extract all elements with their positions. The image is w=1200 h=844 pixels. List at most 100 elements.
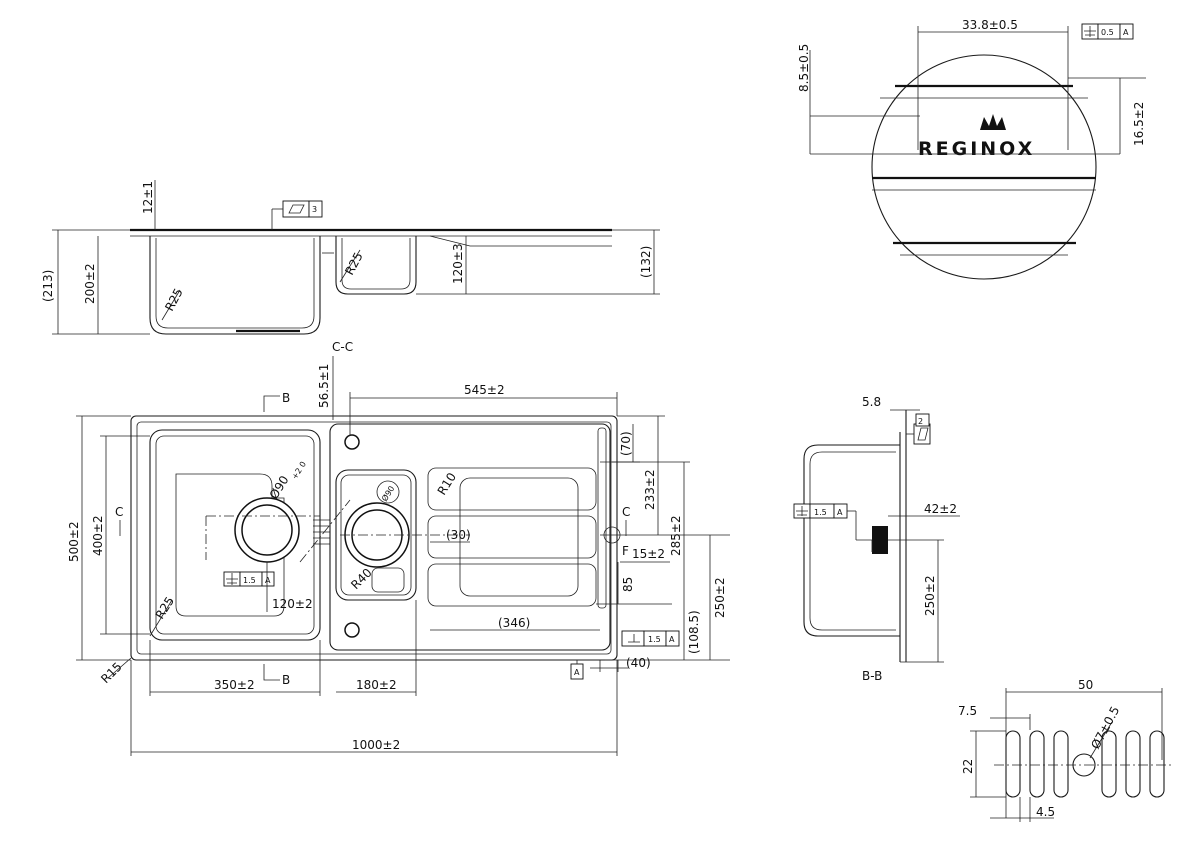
- position-icon: [1084, 26, 1096, 37]
- main-drain-inner: [241, 504, 293, 556]
- small-bowl-tap-hole: [376, 480, 400, 504]
- position-value: 0.5: [1101, 28, 1114, 37]
- dim-250-text: 250±2: [713, 577, 727, 618]
- drain-slot-2: [1029, 730, 1045, 798]
- drain-diagonal-centerline: [299, 499, 351, 563]
- side-view-bb: 5.8 2 42±2 250±2 1.5 A B-B: [793, 395, 960, 683]
- drain-position-icon: [226, 573, 238, 585]
- side-42-text: 42±2: [924, 502, 957, 516]
- small-bowl-floor-pad: [371, 567, 405, 593]
- logo-detail-view: REGINOX 33.8±0.5 0.5 A 8.5±0.5 16.5±2: [797, 18, 1146, 280]
- datum-f-label: F: [622, 544, 629, 558]
- side-flatness-value-box: [915, 413, 930, 427]
- position-datum: A: [1123, 28, 1129, 37]
- drain-4-5-text: 4.5: [1036, 805, 1055, 819]
- dim-200-text: 200±2: [83, 263, 97, 304]
- dim-56-5-text: 56.5±1: [317, 364, 331, 408]
- dim-40-text: (40): [626, 656, 651, 670]
- side-position-datum: A: [837, 508, 843, 517]
- perp-datum: A: [669, 635, 675, 644]
- tap-hole-top: [344, 434, 360, 450]
- dim-213-text: (213): [41, 270, 55, 302]
- r25-label-b: R25: [342, 250, 365, 277]
- cut-b-bottom-marker: [263, 664, 280, 681]
- drain-slot-4: [1101, 730, 1117, 798]
- main-bowl-profile: [149, 236, 321, 335]
- dim-132-text: (132): [639, 246, 653, 278]
- small-bowl-inner-profile: [341, 238, 411, 290]
- dim-1000-text: 1000±2: [352, 738, 400, 752]
- side-bowl-inner-profile: [809, 451, 896, 631]
- drain-22-text: 22: [961, 759, 975, 774]
- drain-slot-5: [1125, 730, 1141, 798]
- r25-leader-a: [161, 289, 181, 321]
- dim-285-text: 285±2: [669, 515, 683, 556]
- main-bowl-inner: [155, 435, 315, 635]
- drainer-groove-3: [427, 563, 597, 607]
- drainer-area: [329, 423, 611, 651]
- flatness-icon: [288, 204, 305, 214]
- dim-350-text: 350±2: [214, 678, 255, 692]
- detail-circle: [871, 54, 1097, 280]
- dim-180-text: 180±2: [356, 678, 397, 692]
- dim-233-text: 233±2: [643, 469, 657, 510]
- datum-a-label: A: [574, 668, 580, 677]
- perpendicular-icon: [628, 634, 640, 643]
- drain-slot-detail: 50 7.5 Ø7±0.5 22 4.5: [958, 678, 1172, 822]
- tap-hole-bottom: [344, 622, 360, 638]
- section-bb-label: B-B: [862, 669, 882, 683]
- plan-r15-leader: [107, 657, 132, 679]
- dim-85-text: 85: [621, 577, 635, 592]
- dim-r10-text: R10: [435, 470, 459, 497]
- overflow-ribs: [313, 519, 330, 545]
- flatness-value: 3: [312, 205, 317, 214]
- cut-b-top-label: B: [282, 391, 290, 405]
- drainer-floor-contour: [459, 477, 579, 597]
- dim-70-text: (70): [619, 431, 633, 456]
- front-section-view: 12±1 (213) 200±2 R25 R25 3 120±3 (132): [41, 180, 660, 335]
- side-bowl-profile: [803, 444, 900, 637]
- dim-120-text: 120±3: [451, 243, 465, 284]
- drain-position-datum-box: [261, 571, 275, 587]
- main-bowl: [149, 429, 321, 641]
- plan-r15-text: R15: [98, 660, 125, 687]
- small-bowl-profile: [335, 236, 417, 295]
- drain-7-5-text: 7.5: [958, 704, 977, 718]
- dim-90-text: Ø90: [267, 473, 292, 501]
- side-position-icon: [796, 506, 808, 516]
- drain-7-leader: [1089, 721, 1113, 759]
- position-datum-box: [1119, 23, 1134, 40]
- side-deck-edge: [899, 410, 907, 662]
- cut-c-right-label: C: [622, 505, 630, 519]
- perp-symbol-box: [621, 630, 645, 647]
- dim-108-5-text: (108.5): [687, 610, 701, 654]
- sink-outline: [130, 415, 618, 661]
- sink-outline-inner: [136, 421, 612, 655]
- dim-545-text: 545±2: [464, 383, 505, 397]
- cut-c-left-label: C: [115, 505, 123, 519]
- r25-leader-b: [339, 249, 361, 283]
- section-cc-label: C-C: [332, 340, 353, 354]
- cut-b-top-marker: [263, 395, 280, 412]
- brand-logo-text: REGINOX: [918, 138, 1035, 160]
- drain-slot-1: [1005, 730, 1021, 798]
- side-position-value: 1.5: [814, 508, 827, 517]
- drain-slot-6: [1149, 730, 1165, 798]
- dim-90b-text: Ø90: [379, 484, 396, 503]
- drain-position-datum: A: [265, 576, 271, 585]
- cut-b-bottom-label: B: [282, 673, 290, 687]
- plan-r25-leader: [149, 599, 173, 637]
- crown-logo-icon: [980, 114, 1006, 130]
- dim-8-5-text: 8.5±0.5: [797, 44, 811, 92]
- dim-500-text: 500±2: [67, 521, 81, 562]
- dim-30-text: (30): [446, 528, 471, 542]
- side-overflow-fitting: [872, 526, 888, 554]
- dim-15-text: 15±2: [632, 547, 665, 561]
- dim-120b-text: 120±2: [272, 597, 313, 611]
- drain-50-text: 50: [1078, 678, 1093, 692]
- dim-346-text: (346): [498, 616, 530, 630]
- main-bowl-inner-profile: [155, 238, 315, 329]
- side-flatness-box: [913, 423, 931, 445]
- drainer-groove-2: [427, 515, 597, 559]
